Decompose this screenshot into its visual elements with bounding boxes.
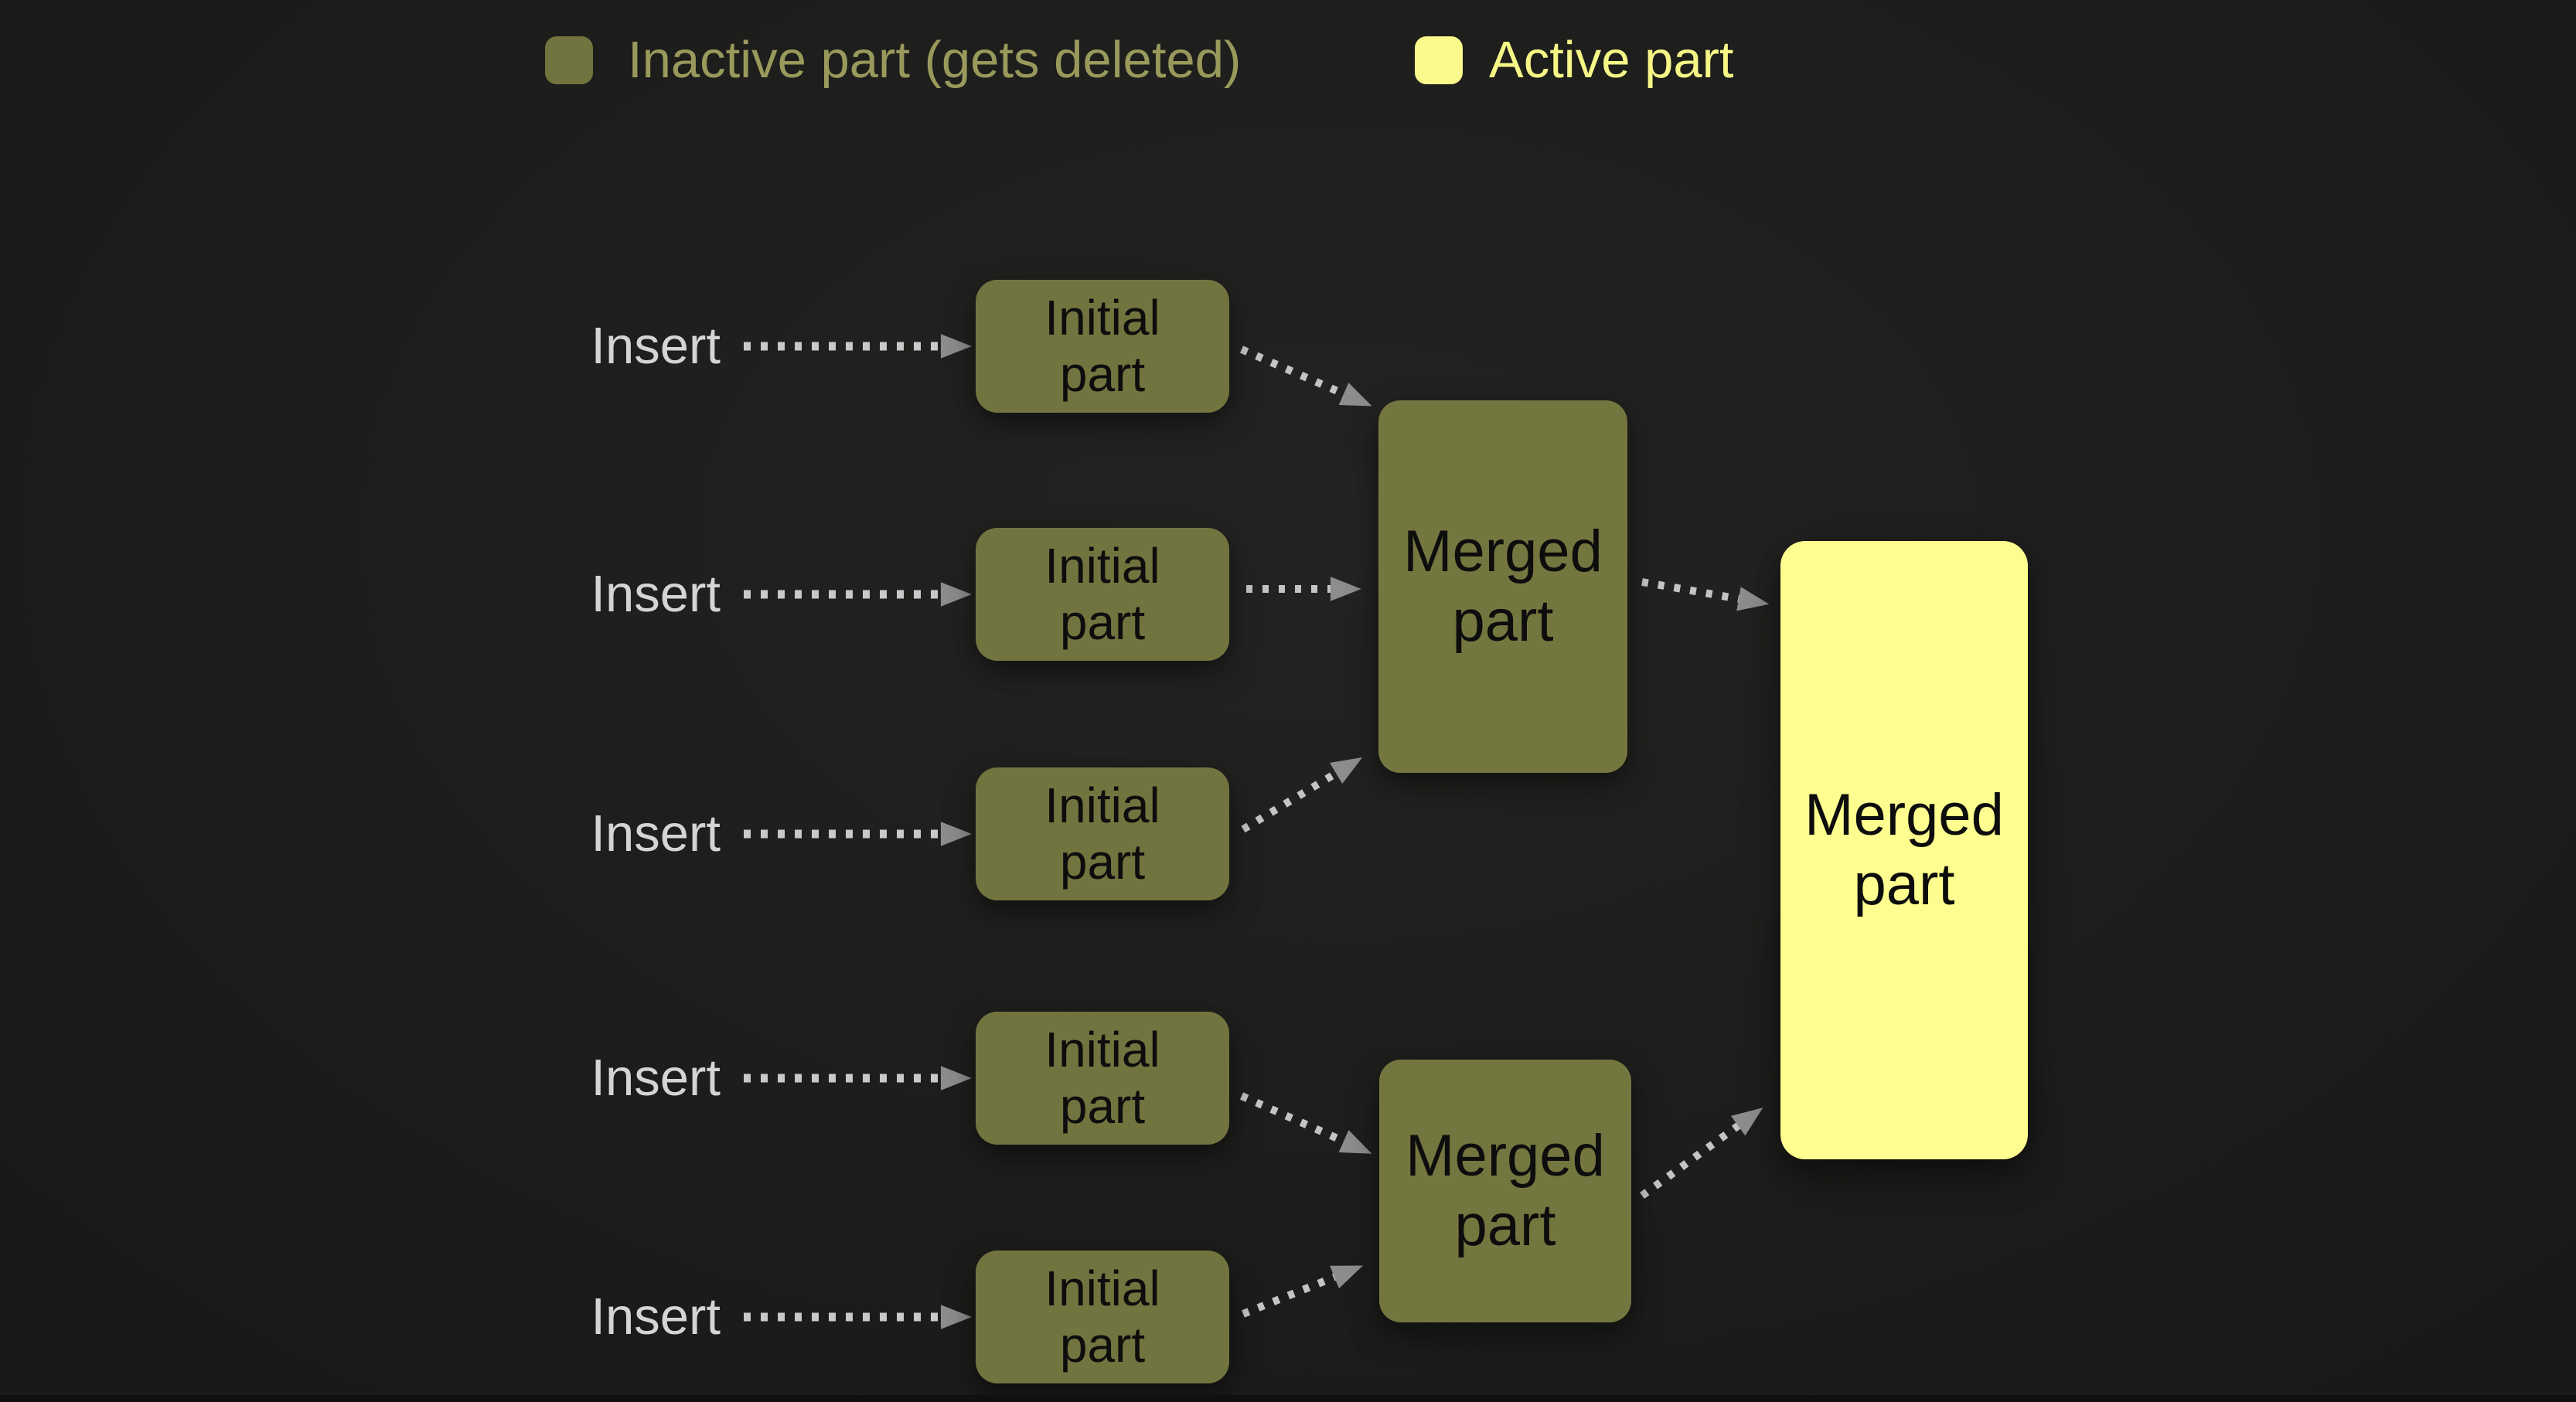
arrow-initial3-merged1 [1241, 757, 1363, 833]
legend-inactive [545, 36, 593, 84]
active-swatch-icon [1415, 36, 1463, 84]
insert-label-4: Insert [591, 1049, 721, 1107]
initial-part-node-5: Initial part [976, 1251, 1229, 1383]
merged-part-node-final-active: Merged part [1780, 541, 2028, 1159]
insert-label-1: Insert [591, 317, 721, 375]
initial-part-node-2: Initial part [976, 528, 1229, 661]
initial-part-node-3: Initial part [976, 767, 1229, 900]
legend-inactive-label: Inactive part (gets deleted) [628, 31, 1242, 89]
initial-part-label: Initial part [1044, 290, 1160, 402]
merged-part-label: Merged part [1406, 1123, 1605, 1258]
merged-part-node-bottom: Merged part [1379, 1060, 1631, 1322]
insert-label-5: Insert [591, 1288, 721, 1346]
arrow-merged2-final [1640, 1108, 1763, 1200]
merged-part-label: Merged part [1403, 519, 1603, 654]
insert-label-3: Insert [591, 805, 721, 863]
legend-active [1415, 36, 1463, 84]
insert-label-2: Insert [591, 565, 721, 623]
initial-part-label: Initial part [1044, 538, 1160, 650]
initial-part-node-4: Initial part [976, 1012, 1229, 1145]
arrow-initial5-merged2 [1242, 1265, 1364, 1318]
initial-part-label: Initial part [1044, 1261, 1160, 1373]
merged-part-node-top: Merged part [1378, 400, 1627, 773]
initial-part-label: Initial part [1044, 778, 1160, 890]
merged-part-label: Merged part [1804, 782, 2004, 917]
arrow-initial4-merged2 [1239, 1092, 1372, 1154]
arrow-merged1-final [1641, 578, 1770, 611]
initial-part-label: Initial part [1044, 1022, 1160, 1134]
legend-active-label: Active part [1489, 31, 1734, 89]
bottom-edge-strip [0, 1395, 2576, 1402]
arrow-initial1-merged1 [1240, 345, 1372, 407]
inactive-swatch-icon [545, 36, 593, 84]
initial-part-node-1: Initial part [976, 280, 1229, 413]
